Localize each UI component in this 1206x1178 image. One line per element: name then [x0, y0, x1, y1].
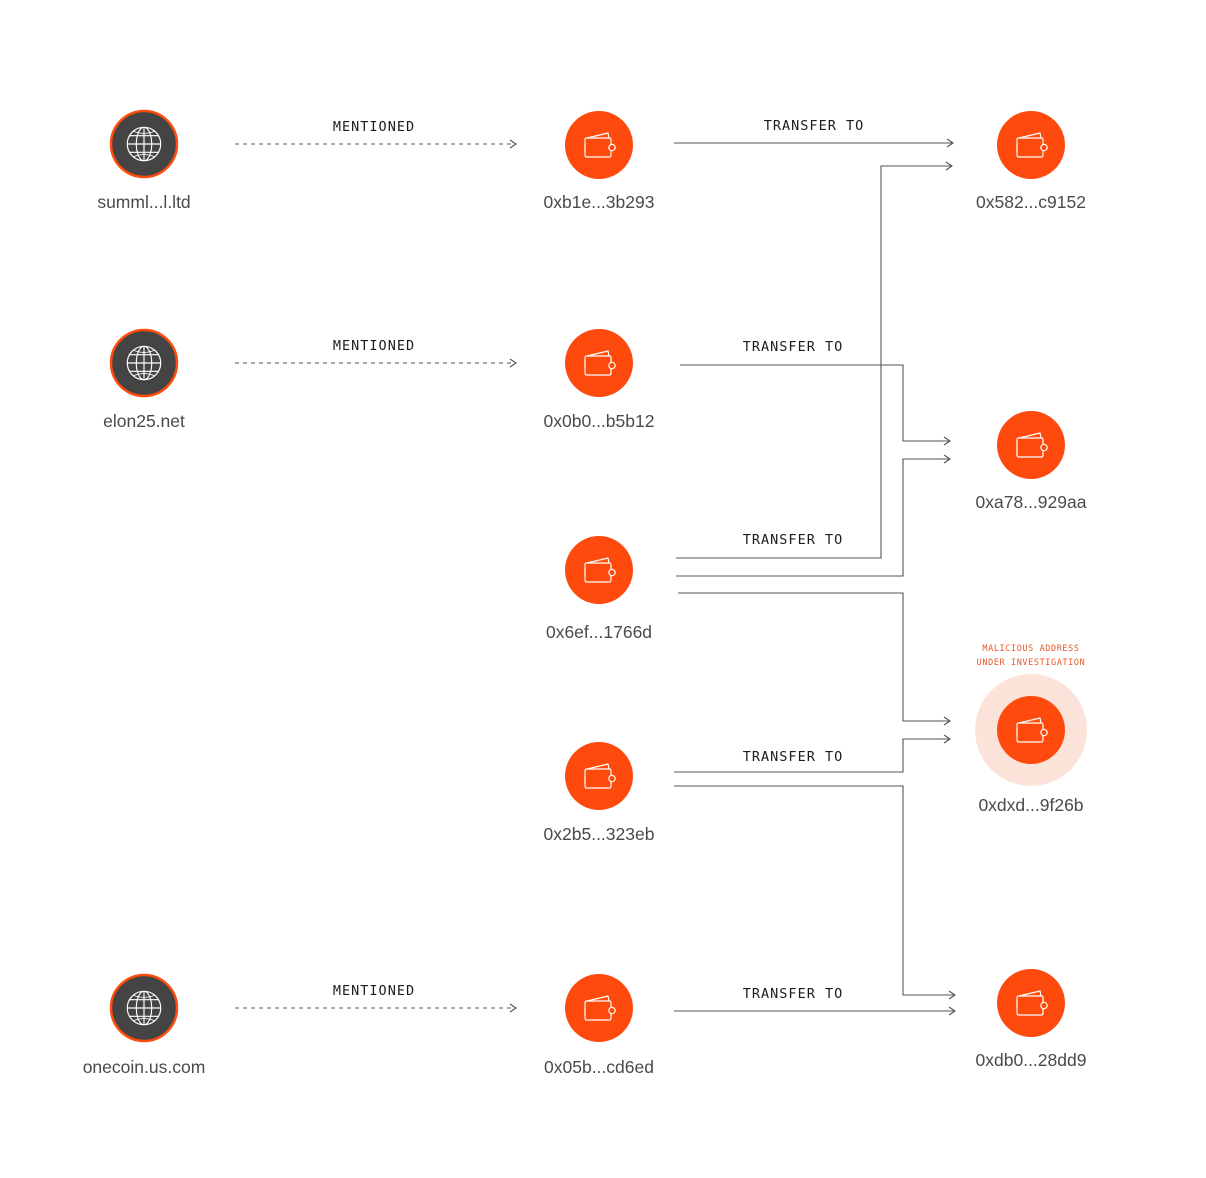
transfer-edge [678, 592, 951, 726]
mentioned-edge: MENTIONED [235, 983, 517, 1013]
transfer-edge: TRANSFER TO [674, 118, 954, 148]
mentioned-edge-label: MENTIONED [333, 119, 415, 135]
mentioned-edge-label: MENTIONED [333, 338, 415, 354]
globe-icon [126, 345, 162, 381]
wallet-node-label: 0xdxd...9f26b [978, 795, 1083, 815]
wallet-node-circle [565, 742, 633, 810]
arrowhead-icon [943, 734, 951, 744]
wallet-node[interactable]: 0x6ef...1766d [546, 536, 652, 642]
mentioned-edge: MENTIONED [235, 119, 517, 149]
arrowhead-icon [948, 990, 956, 1000]
arrowhead-icon [509, 1003, 517, 1013]
wallet-node[interactable]: 0xa78...929aa [976, 411, 1087, 512]
domain-node[interactable]: elon25.net [103, 328, 185, 431]
wallet-node-circle [997, 696, 1065, 764]
wallet-node[interactable]: 0xb1e...3b293 [544, 111, 655, 212]
transfer-edge-line [678, 592, 950, 722]
arrowhead-icon [943, 454, 951, 464]
domain-node-label: onecoin.us.com [83, 1057, 206, 1077]
wallet-node-label: 0xa78...929aa [976, 492, 1087, 512]
wallet-node-label: 0xb1e...3b293 [544, 192, 655, 212]
transfer-edge-label: TRANSFER TO [743, 339, 843, 355]
transfer-edge-line [680, 364, 950, 442]
wallet-node-label: 0x0b0...b5b12 [544, 411, 655, 431]
wallet-node[interactable]: 0x0b0...b5b12 [544, 329, 655, 431]
nodes-layer: summl...l.ltd elon25.net onecoin.us.com 0xb… [83, 109, 1087, 1077]
domain-node[interactable]: onecoin.us.com [83, 973, 206, 1077]
wallet-node[interactable]: 0x582...c9152 [976, 111, 1086, 212]
transfer-edge-line [674, 785, 955, 996]
warning-line-1: MALICIOUS ADDRESS [982, 644, 1079, 654]
transfer-edge-label: TRANSFER TO [743, 749, 843, 765]
wallet-node-label: 0x582...c9152 [976, 192, 1086, 212]
transfer-edge: TRANSFER TO [674, 734, 951, 773]
wallet-node-circle [565, 974, 633, 1042]
globe-icon [126, 126, 162, 162]
transfer-edge: TRANSFER TO [680, 339, 951, 446]
arrowhead-icon [943, 436, 951, 446]
arrowhead-icon [946, 138, 954, 148]
edges-layer: MENTIONED MENTIONED MENTIONED TRANSFER TO TR… [235, 118, 956, 1016]
wallet-node-circle [565, 329, 633, 397]
transfer-edge [676, 454, 951, 577]
warning-note: MALICIOUS ADDRESS UNDER INVESTIGATION [977, 644, 1086, 668]
wallet-node-circle [565, 536, 633, 604]
warning-line-2: UNDER INVESTIGATION [977, 658, 1086, 668]
wallet-node-label: 0x05b...cd6ed [544, 1057, 654, 1077]
transfer-edge [674, 785, 956, 1000]
wallet-node[interactable]: 0xdb0...28dd9 [976, 969, 1087, 1070]
wallet-node[interactable]: 0x05b...cd6ed [544, 974, 654, 1077]
wallet-node-circle [997, 411, 1065, 479]
transfer-edge-line [676, 165, 952, 559]
transfer-edge-line [674, 738, 950, 773]
transfer-edge: TRANSFER TO [674, 986, 956, 1016]
mentioned-edge: MENTIONED [235, 338, 517, 368]
domain-node[interactable]: summl...l.ltd [97, 109, 191, 212]
domain-node-label: elon25.net [103, 411, 185, 431]
arrowhead-icon [945, 161, 953, 171]
transfer-edge-label: TRANSFER TO [764, 118, 864, 134]
wallet-node-label: 0xdb0...28dd9 [976, 1050, 1087, 1070]
transfer-edge-line [676, 458, 950, 577]
wallet-node-label: 0x6ef...1766d [546, 622, 652, 642]
arrowhead-icon [943, 716, 951, 726]
wallet-node-circle [997, 969, 1065, 1037]
globe-icon [126, 990, 162, 1026]
arrowhead-icon [509, 358, 517, 368]
transfer-edge-label: TRANSFER TO [743, 532, 843, 548]
transfer-edge-label: TRANSFER TO [743, 986, 843, 1002]
wallet-node[interactable]: 0xdxd...9f26b [975, 674, 1087, 815]
wallet-node-circle [997, 111, 1065, 179]
wallet-node[interactable]: 0x2b5...323eb [544, 742, 655, 844]
wallet-node-label: 0x2b5...323eb [544, 824, 655, 844]
transfer-edge: TRANSFER TO [676, 161, 953, 559]
mentioned-edge-label: MENTIONED [333, 983, 415, 999]
arrowhead-icon [509, 139, 517, 149]
domain-node-label: summl...l.ltd [97, 192, 190, 212]
arrowhead-icon [948, 1006, 956, 1016]
wallet-node-circle [565, 111, 633, 179]
